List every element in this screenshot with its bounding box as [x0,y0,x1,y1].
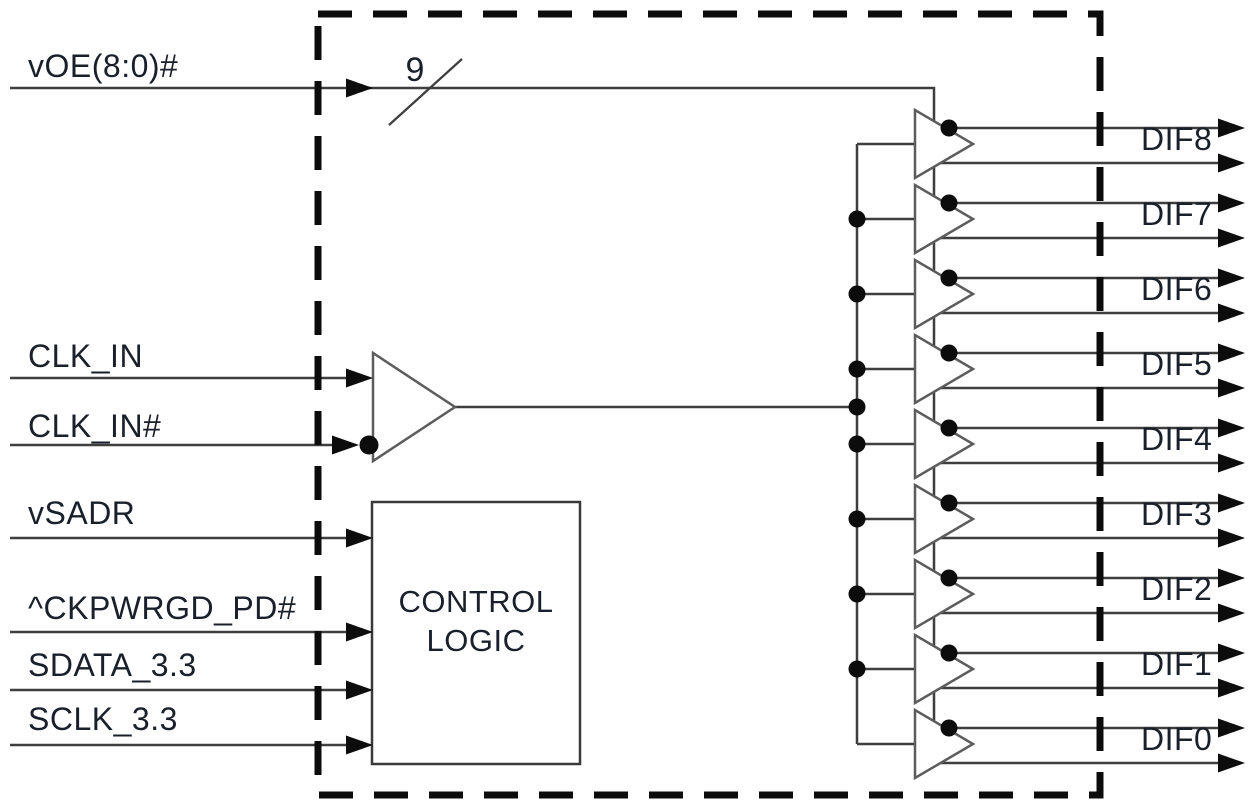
bus-junction-dot-dif7 [848,210,866,228]
dif4-comp-arrowhead [1218,453,1245,473]
output-label-dif6: DIF6 [1141,271,1212,307]
output-pair-lines [941,126,1221,765]
dif7-comp-arrowhead [1218,228,1245,248]
chip-boundary [314,10,1104,799]
dif7-true-arrowhead [1218,193,1245,213]
input-label-ckpwrgd-pd: ^CKPWRGD_PD# [28,590,296,626]
output-label-dif7: DIF7 [1141,196,1212,232]
dif5-buffer-triangle [913,332,976,406]
clk-in-arrowhead [346,368,373,388]
dif8-buffer-triangle [913,107,976,181]
dif6-comp-arrowhead [1218,303,1245,323]
bus-junction-dot-dif1 [848,660,866,678]
control-logic-label-line2: LOGIC [427,623,526,658]
dif2-true-arrowhead [1218,568,1245,588]
output-label-dif0: DIF0 [1141,721,1212,757]
ckpwrgd-pd-arrowhead [346,622,373,642]
input-label-clk-in: CLK_IN [28,338,143,374]
input-label-sdata: SDATA_3.3 [28,647,197,683]
input-label-vsadr: vSADR [28,495,135,531]
bus-width-label: 9 [406,51,425,89]
dif0-buffer-triangle [913,707,976,781]
sclk-arrowhead [346,735,373,755]
input-arrowheads [332,78,373,755]
dif5-comp-arrowhead [1218,378,1245,398]
dif5-true-arrowhead [1218,343,1245,363]
output-label-dif8: DIF8 [1141,121,1212,157]
dif5-output-dot [940,344,958,362]
clk-in-n-input-dot [359,435,379,455]
dif7-output-dot [940,194,958,212]
bus-junction-dot-dif2 [848,585,866,603]
clk-input-buffer-triangle [371,350,458,464]
dif2-output-dot [940,569,958,587]
voe-arrowhead [346,78,373,98]
dif6-output-dot [940,269,958,287]
control-logic-label-line1: CONTROL [398,584,553,619]
dif1-output-dot [940,644,958,662]
input-label-sclk: SCLK_3.3 [28,701,178,737]
output-label-dif3: DIF3 [1141,496,1212,532]
bus-junction-dot-clock-feed [848,398,866,416]
bus-junction-dot-dif4 [848,435,866,453]
dif2-buffer-triangle [913,557,976,631]
dif4-output-dot [940,419,958,437]
control-logic-label: CONTROL LOGIC [398,584,553,658]
dif8-true-arrowhead [1218,118,1245,138]
dif1-true-arrowhead [1218,643,1245,663]
dif4-buffer-triangle [913,407,976,481]
dif3-output-dot [940,494,958,512]
dif6-true-arrowhead [1218,268,1245,288]
control-logic-block [370,500,582,766]
output-label-dif4: DIF4 [1141,421,1212,457]
clk-in-n-arrowhead [332,435,359,455]
input-label-voe: vOE(8:0)# [28,48,178,84]
dif3-comp-arrowhead [1218,528,1245,548]
dif2-comp-arrowhead [1218,603,1245,623]
bus-width-slash [388,58,463,126]
output-label-dif1: DIF1 [1141,646,1212,682]
bus-junction-dot-dif3 [848,510,866,528]
dif7-buffer-triangle [913,182,976,256]
dif0-true-arrowhead [1218,718,1245,738]
dif3-buffer-triangle [913,482,976,556]
dif1-comp-arrowhead [1218,678,1245,698]
input-labels: vOE(8:0)# CLK_IN CLK_IN# vSADR ^CKPWRGD_… [28,48,296,737]
output-label-dif5: DIF5 [1141,346,1212,382]
dif4-true-arrowhead [1218,418,1245,438]
output-label-dif2: DIF2 [1141,571,1212,607]
bus-junction-dot-dif6 [848,285,866,303]
output-buffer-triangles [913,107,976,781]
output-arrowheads [1218,118,1245,773]
vsadr-arrowhead [346,528,373,548]
dif1-buffer-triangle [913,632,976,706]
dif8-output-dot [940,119,958,137]
dif0-comp-arrowhead [1218,753,1245,773]
dif8-comp-arrowhead [1218,153,1245,173]
dif3-true-arrowhead [1218,493,1245,513]
input-label-clk-in-n: CLK_IN# [28,408,161,444]
dif6-buffer-triangle [913,257,976,331]
dif0-output-dot [940,719,958,737]
junction-dots [359,119,958,737]
output-labels: DIF8 DIF7 DIF6 DIF5 DIF4 DIF3 DIF2 DIF1 … [1141,121,1212,757]
sdata-arrowhead [346,680,373,700]
clock-distribution-net [455,142,916,746]
bus-junction-dot-dif5 [848,360,866,378]
